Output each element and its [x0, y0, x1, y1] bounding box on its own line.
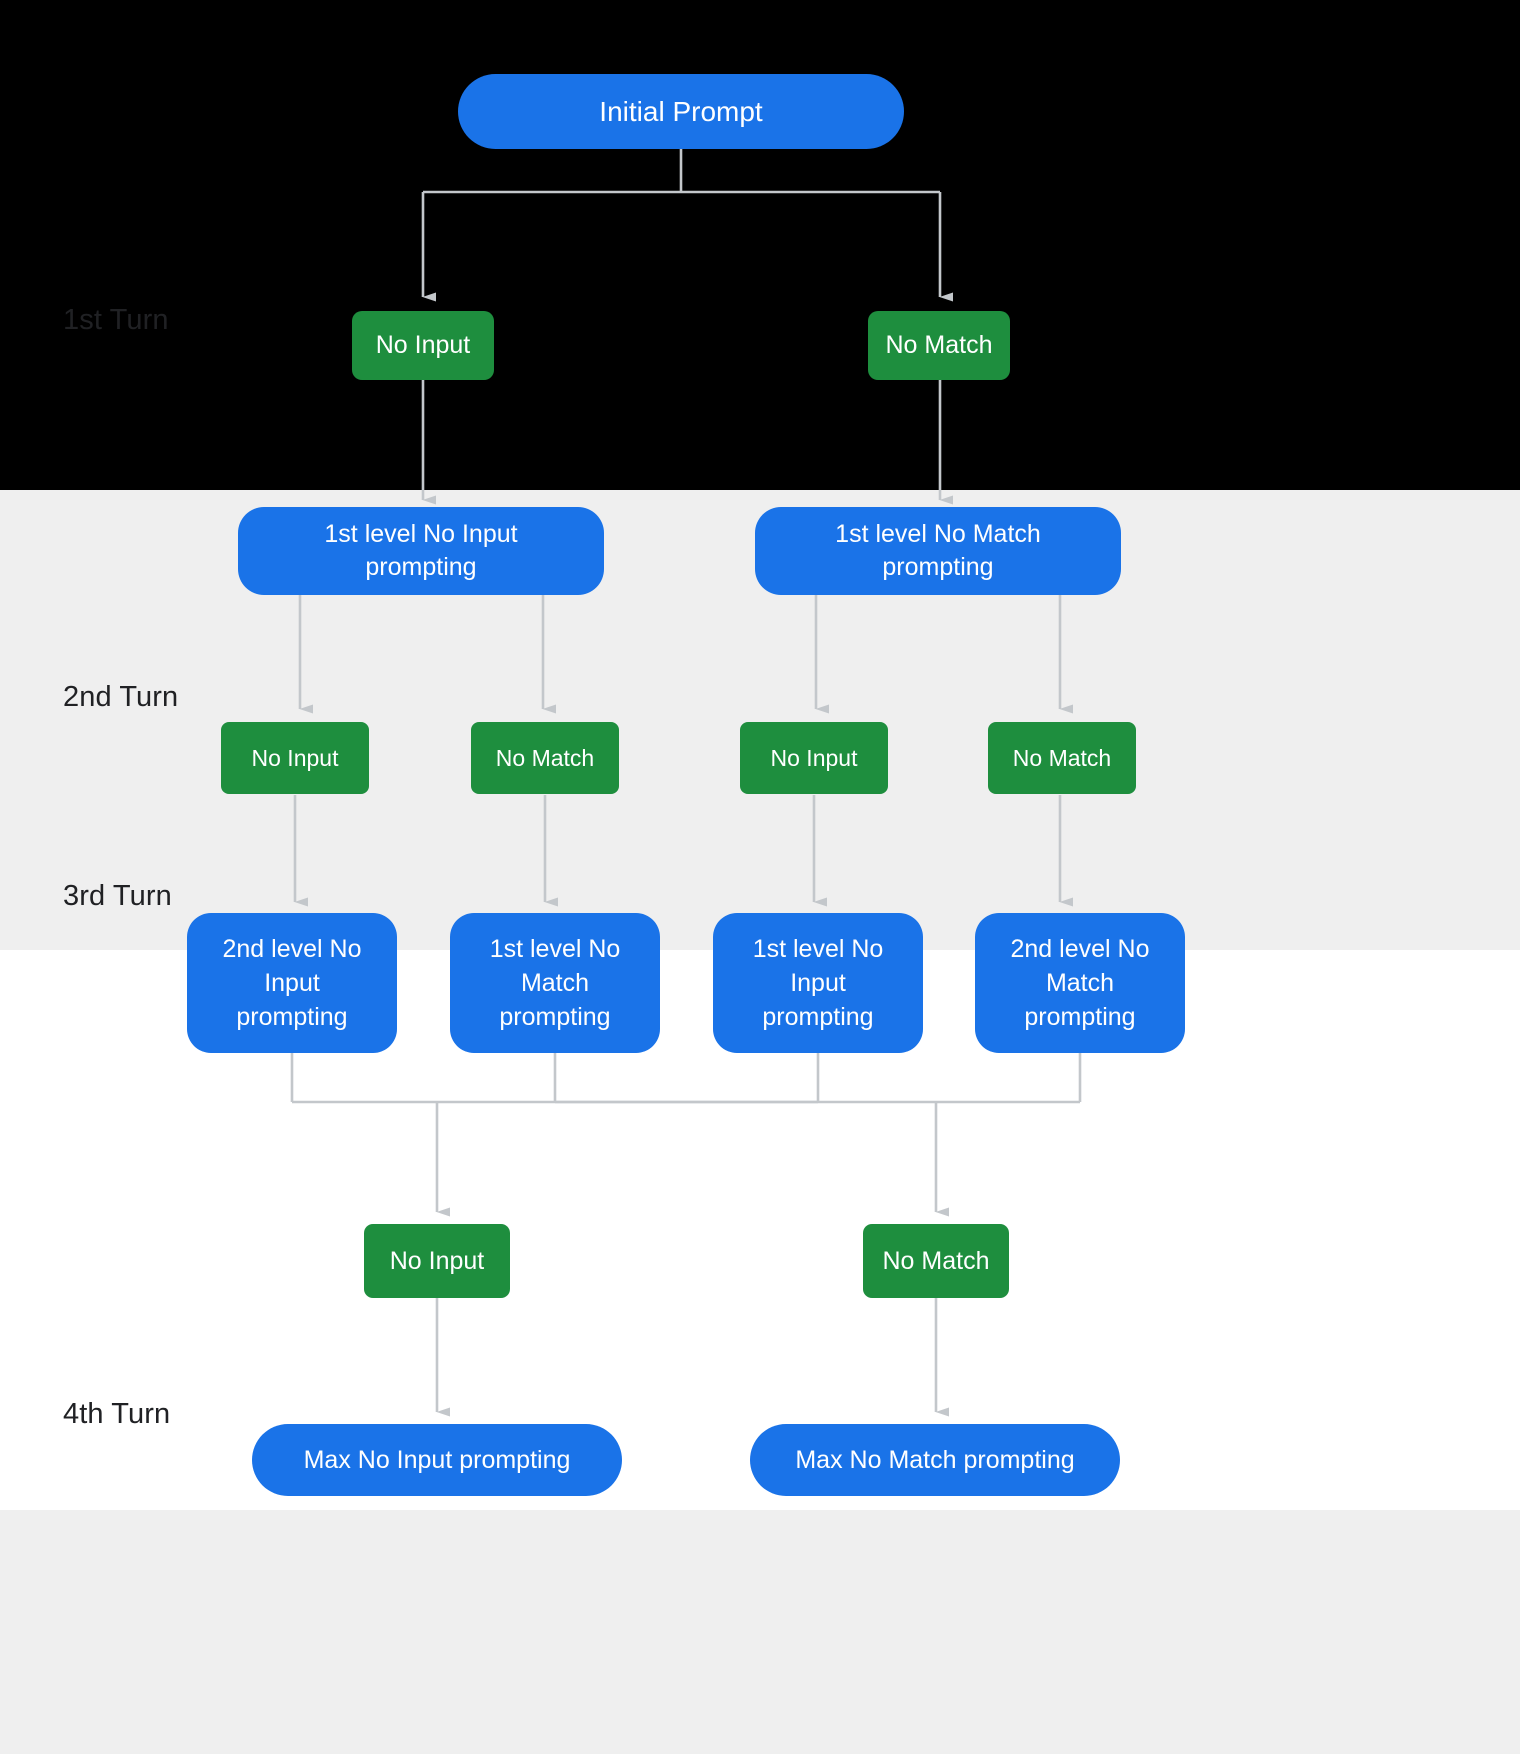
node-t3-event-no-input[interactable]: No Input — [364, 1224, 510, 1298]
node-t2-prompt-no-input[interactable]: 1st level No Input prompting — [238, 507, 604, 595]
node-t3-prompt-1st-no-input-line1: 1st level No — [752, 935, 884, 963]
node-t2-event-no-input-b-label: No Input — [770, 744, 858, 771]
node-t2-event-no-input-b[interactable]: No Input — [740, 722, 888, 794]
band-4th-turn — [0, 1510, 1520, 1754]
node-t3-prompt-1st-no-match-line3: prompting — [499, 1003, 611, 1031]
node-initial-prompt-label: Initial Prompt — [599, 95, 763, 127]
node-t2-event-no-match-b[interactable]: No Match — [988, 722, 1136, 794]
node-t2-prompt-no-match[interactable]: 1st level No Match prompting — [755, 507, 1121, 595]
node-t4-max-no-match[interactable]: Max No Match prompting — [750, 1424, 1120, 1496]
node-t1-no-input-label: No Input — [375, 331, 471, 359]
node-t3-prompt-2nd-no-match-line2: Match — [1045, 969, 1115, 997]
node-t3-prompt-1st-no-input[interactable]: 1st level No Input prompting — [713, 913, 923, 1053]
node-t4-max-no-input[interactable]: Max No Input prompting — [252, 1424, 622, 1496]
node-t3-event-no-match[interactable]: No Match — [863, 1224, 1009, 1298]
node-t2-event-no-input-a-label: No Input — [251, 744, 339, 771]
node-t3-event-no-match-label: No Match — [882, 1246, 990, 1275]
node-t4-max-no-match-label: Max No Match prompting — [795, 1445, 1075, 1474]
node-t2-prompt-no-input-line1: 1st level No Input — [324, 520, 518, 548]
node-t2-prompt-no-match-line1: 1st level No Match — [835, 520, 1041, 548]
node-t2-prompt-no-match-label: 1st level No Match prompting — [815, 518, 1061, 584]
node-t3-prompt-2nd-no-input[interactable]: 2nd level No Input prompting — [187, 913, 397, 1053]
turn-label-4th: 4th Turn — [63, 1398, 171, 1430]
node-t3-prompt-2nd-no-input-line1: 2nd level No — [222, 935, 362, 963]
node-t3-prompt-2nd-no-match[interactable]: 2nd level No Match prompting — [975, 913, 1185, 1053]
turn-label-2nd: 2nd Turn — [63, 681, 179, 713]
node-t3-prompt-2nd-no-match-line1: 2nd level No — [1010, 935, 1150, 963]
node-t3-prompt-1st-no-match-label: 1st level No Match prompting — [470, 932, 641, 1034]
node-t3-prompt-2nd-no-match-line3: prompting — [1024, 1003, 1136, 1031]
node-t3-prompt-1st-no-match-line1: 1st level No — [489, 935, 621, 963]
node-t2-event-no-match-b-label: No Match — [1012, 744, 1112, 771]
node-t3-prompt-1st-no-input-line2: Input — [790, 969, 846, 997]
turn-label-3rd: 3rd Turn — [63, 880, 172, 912]
node-t2-prompt-no-input-line2: prompting — [365, 553, 477, 581]
node-t2-prompt-no-input-label: 1st level No Input prompting — [304, 518, 537, 584]
node-t1-no-match[interactable]: No Match — [868, 311, 1010, 380]
node-t1-no-match-label: No Match — [885, 331, 993, 359]
node-t3-prompt-1st-no-match-line2: Match — [520, 969, 590, 997]
node-t3-prompt-2nd-no-input-line3: prompting — [236, 1003, 348, 1031]
node-t3-prompt-2nd-no-input-label: 2nd level No Input prompting — [203, 932, 382, 1034]
node-t2-event-no-match-a[interactable]: No Match — [471, 722, 619, 794]
node-t4-max-no-input-label: Max No Input prompting — [303, 1445, 571, 1474]
node-initial-prompt[interactable]: Initial Prompt — [458, 74, 904, 149]
node-t3-prompt-1st-no-match[interactable]: 1st level No Match prompting — [450, 913, 660, 1053]
node-t3-prompt-2nd-no-match-label: 2nd level No Match prompting — [991, 932, 1170, 1034]
node-t3-prompt-2nd-no-input-line2: Input — [264, 969, 320, 997]
node-t3-prompt-1st-no-input-label: 1st level No Input prompting — [733, 932, 904, 1034]
node-t2-event-no-input-a[interactable]: No Input — [221, 722, 369, 794]
node-t2-event-no-match-a-label: No Match — [495, 744, 595, 771]
node-t3-prompt-1st-no-input-line3: prompting — [762, 1003, 874, 1031]
turn-label-1st: 1st Turn — [63, 304, 169, 336]
node-t2-prompt-no-match-line2: prompting — [882, 553, 994, 581]
node-t1-no-input[interactable]: No Input — [352, 311, 494, 380]
node-t3-event-no-input-label: No Input — [389, 1246, 485, 1275]
